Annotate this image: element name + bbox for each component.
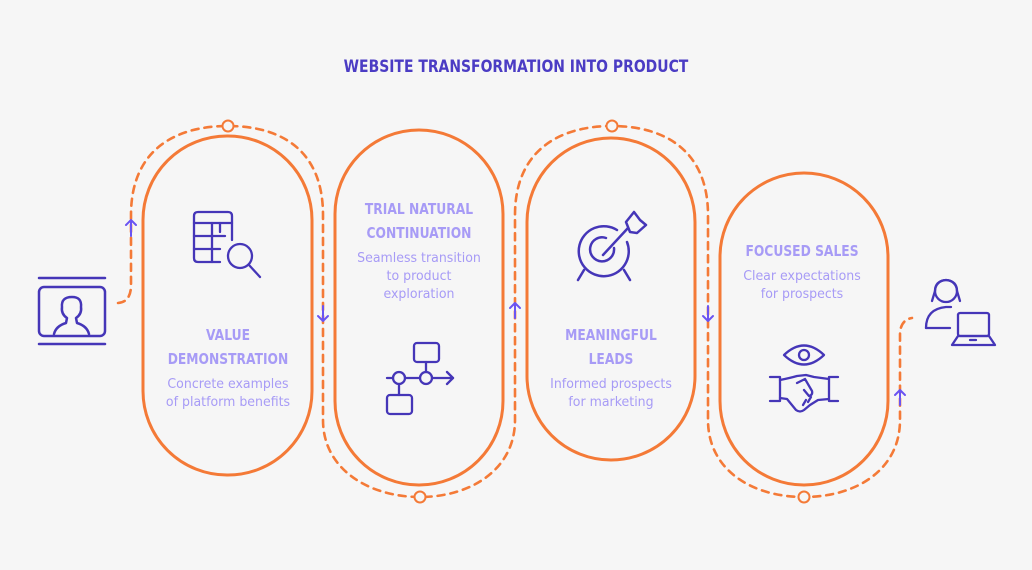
stage-heading: VALUE DEMONSTRATION: [167, 326, 289, 368]
stage-meaningful-leads: MEANINGFUL LEADS Informed prospects for …: [526, 323, 696, 411]
path-nodes: [221, 119, 811, 504]
arrow-up-icon: [125, 219, 137, 237]
stage-heading: FOCUSED SALES: [745, 242, 859, 260]
target-arrow-icon: [576, 210, 648, 282]
arrow-up-icon: [894, 389, 906, 406]
path-node-3: [605, 119, 619, 133]
arrow-down-icon: [702, 305, 714, 322]
stage-trial-natural-continuation: TRIAL NATURAL CONTINUATION Seamless tran…: [334, 197, 504, 303]
table-search-icon: [192, 210, 262, 279]
stage-heading: TRIAL NATURAL CONTINUATION: [364, 200, 474, 242]
workflow-icon: [385, 341, 455, 416]
stage-pills: [141, 128, 890, 487]
pill-meaningful-leads: [525, 136, 697, 462]
pill-trial-natural-continuation: [333, 128, 505, 487]
stage-description: Informed prospects for marketing: [550, 376, 672, 410]
pill-value-demonstration: [141, 134, 314, 477]
arrow-up-icon: [509, 302, 521, 319]
path-node-2: [413, 490, 427, 504]
monitor-user-icon: [37, 276, 107, 346]
pill-focused-sales: [718, 171, 890, 487]
arrow-down-icon: [317, 305, 329, 322]
flow-arrows: [125, 219, 906, 406]
stage-description: Clear expectations for prospects: [743, 268, 861, 302]
stage-value-demonstration: VALUE DEMONSTRATION Concrete examples of…: [143, 323, 313, 411]
stage-description: Seamless transition to product explorati…: [357, 250, 481, 302]
stage-heading: MEANINGFUL LEADS: [565, 326, 657, 368]
path-node-4: [797, 490, 811, 504]
stage-description: Concrete examples of platform benefits: [165, 376, 291, 410]
path-node-1: [221, 119, 235, 133]
stage-focused-sales: FOCUSED SALES Clear expectations for pro…: [717, 239, 887, 303]
diagram-title: WEBSITE TRANSFORMATION INTO PRODUCT: [343, 57, 689, 77]
eye-handshake-icon: [768, 344, 840, 413]
person-laptop-icon: [924, 278, 997, 347]
